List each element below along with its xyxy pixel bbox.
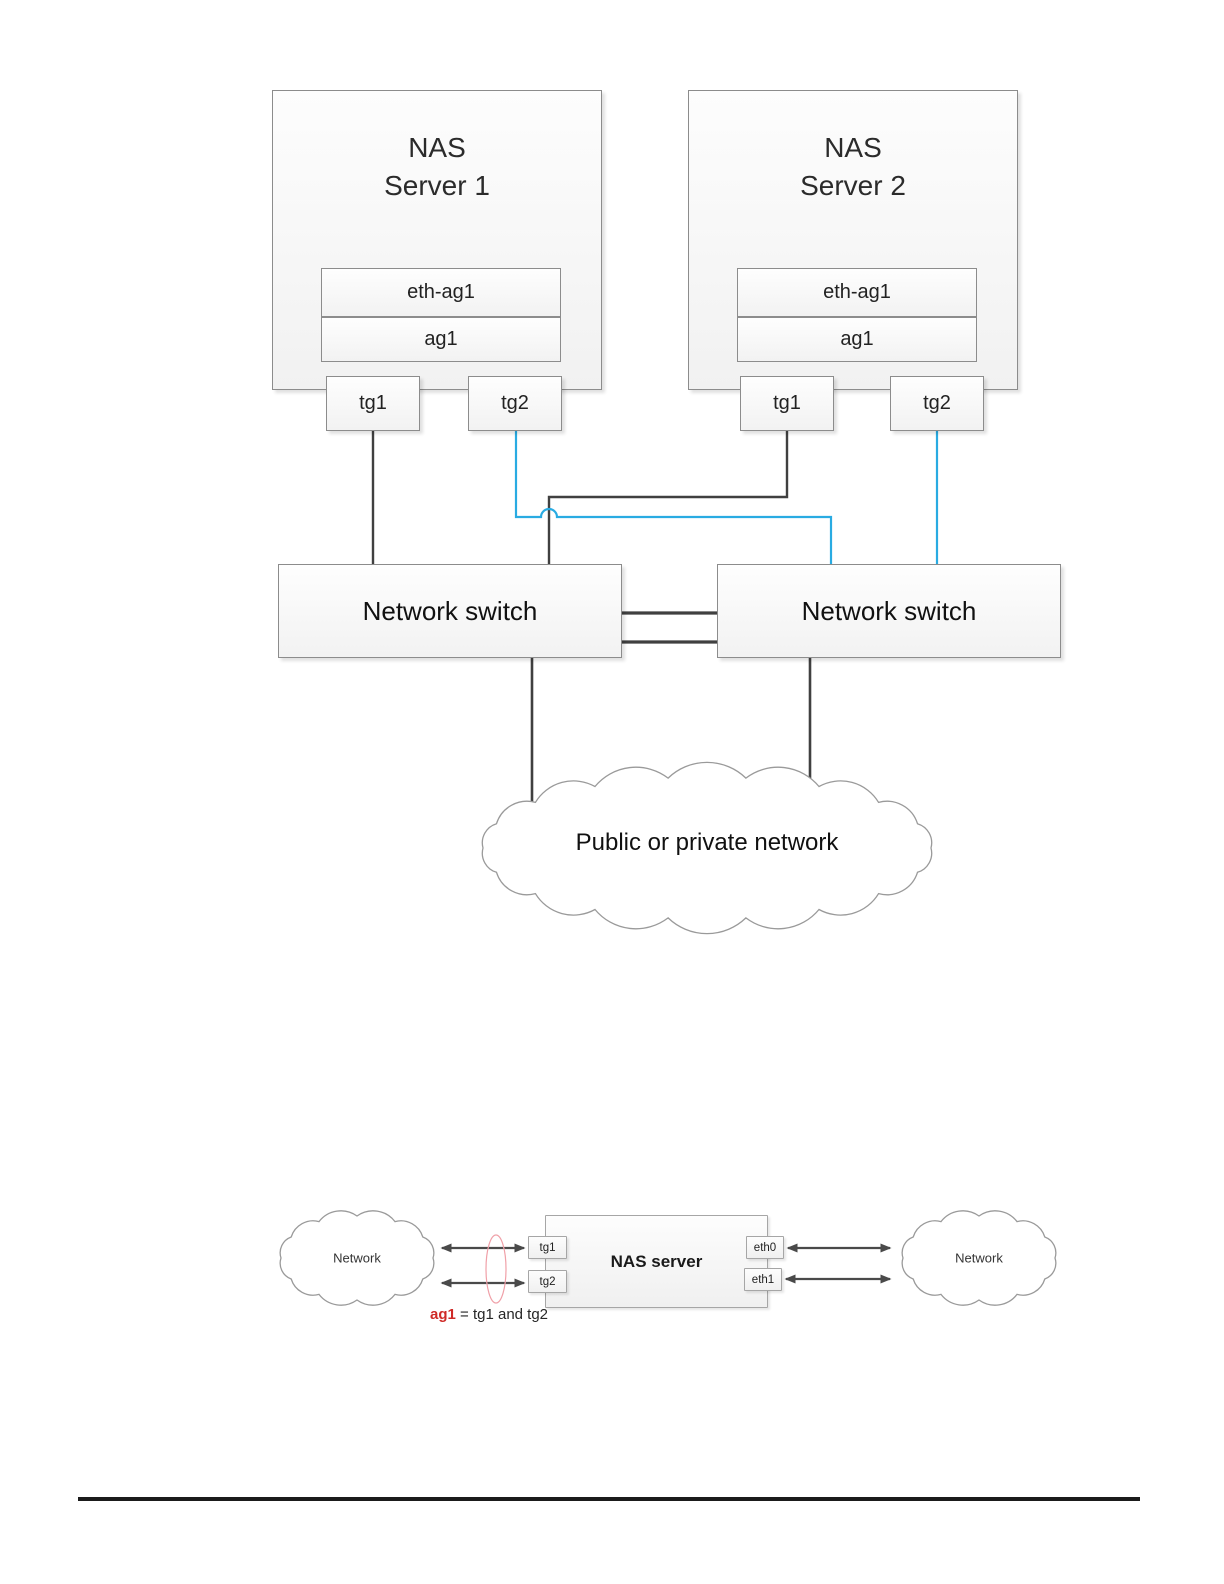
link-aggregation-ellipse [485,1234,507,1304]
mini-port-eth1-label: eth1 [751,1273,775,1286]
s1-port-tg2-label: tg2 [501,392,529,414]
ag1-caption-rest: = tg1 and tg2 [455,1306,549,1323]
left-network-cloud-label: Network [333,1250,381,1266]
s2-eth-ag1-box: eth-ag1 [737,268,977,317]
s2-port-tg1-label: tg1 [773,392,801,414]
network-switch-1-label: Network switch [362,595,538,626]
mini-port-eth0-box: eth0 [746,1236,784,1259]
mini-port-eth1-box: eth1 [744,1268,782,1291]
s2-port-tg1-box: tg1 [740,376,834,431]
nas-server-1-title: NAS Server 1 [273,129,601,205]
mini-nas-server-label: NAS server [610,1251,703,1271]
s1-ag1-label: ag1 [424,328,458,350]
left-network-cloud-shape [279,1210,435,1306]
s1-port-tg2-box: tg2 [468,376,562,431]
nas-server-2-title-line1: NAS [824,132,882,163]
s2-eth-ag1-label: eth-ag1 [823,281,891,303]
network-switch-2-label: Network switch [801,595,977,626]
footer-divider-rule [78,1497,1140,1501]
ag1-caption: ag1 = tg1 and tg2 [430,1306,548,1323]
network-switch-1-box: Network switch [278,564,622,658]
mini-port-tg1-label: tg1 [539,1241,556,1254]
s1-eth-ag1-label: eth-ag1 [407,281,475,303]
nas-server-1-title-line2: Server 1 [384,170,490,201]
mini-port-tg2-label: tg2 [539,1275,556,1288]
nas-server-2-title-line2: Server 2 [800,170,906,201]
public-network-cloud-label: Public or private network [575,829,839,856]
public-network-cloud-shape [481,761,933,935]
s2-port-tg2-label: tg2 [923,392,951,414]
s2-ag1-box: ag1 [737,317,977,362]
s1-port-tg1-label: tg1 [359,392,387,414]
s1-ag1-box: ag1 [321,317,561,362]
nas-server-1-title-line1: NAS [408,132,466,163]
right-network-cloud-label: Network [955,1250,1003,1266]
s1-port-tg1-box: tg1 [326,376,420,431]
mini-nas-server-box: NAS server [545,1215,768,1308]
ag1-caption-highlight: ag1 [430,1306,456,1323]
s2-tg1-to-switch1-line [547,431,789,567]
s2-ag1-label: ag1 [840,328,874,350]
s1-tg2-to-switch2-line [514,431,833,567]
right-network-cloud-shape [901,1210,1057,1306]
mini-port-tg1-box: tg1 [528,1236,567,1259]
mini-port-tg2-box: tg2 [528,1270,567,1293]
network-switch-2-box: Network switch [717,564,1061,658]
nas-server-2-title: NAS Server 2 [689,129,1017,205]
mini-port-eth0-label: eth0 [753,1241,777,1254]
s2-port-tg2-box: tg2 [890,376,984,431]
s1-eth-ag1-box: eth-ag1 [321,268,561,317]
